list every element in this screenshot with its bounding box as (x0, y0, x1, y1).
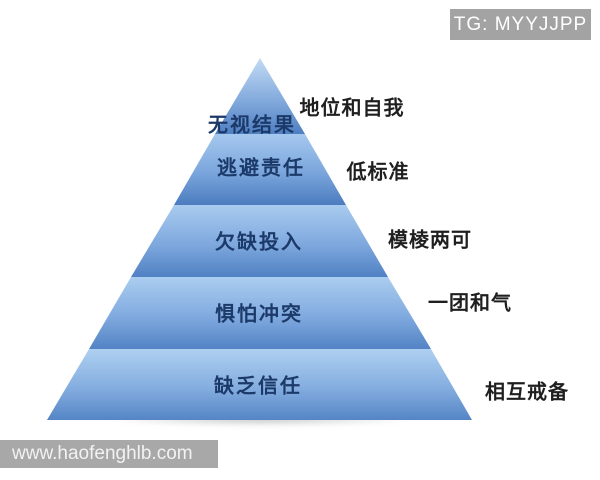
site-url-text: www.haofenghlb.com (12, 443, 193, 464)
tg-watermark-badge: TG: MYYJJPP (450, 9, 591, 40)
side-annotation-1: 地位和自我 (299, 95, 405, 120)
site-watermark-bar: www.haofenghlb.com (0, 440, 218, 468)
side-annotation-3: 模棱两可 (388, 227, 472, 252)
pyramid-level-1-label: 无视结果 (208, 112, 296, 137)
side-annotation-5: 相互戒备 (485, 379, 569, 404)
pyramid-level-3-label: 欠缺投入 (215, 229, 303, 254)
pyramid-level-5-label: 缺乏信任 (214, 373, 302, 398)
pyramid-level-4-shape (89, 277, 431, 349)
pyramid-level-3-shape (131, 205, 388, 277)
pyramid-level-5-shape (47, 349, 472, 420)
side-annotation-4: 一团和气 (428, 290, 512, 315)
pyramid-level-2-label: 逃避责任 (217, 155, 305, 180)
pyramid-level-4-label: 惧怕冲突 (215, 301, 303, 326)
side-annotation-2: 低标准 (346, 159, 410, 184)
pyramid-base-shadow (34, 417, 486, 429)
